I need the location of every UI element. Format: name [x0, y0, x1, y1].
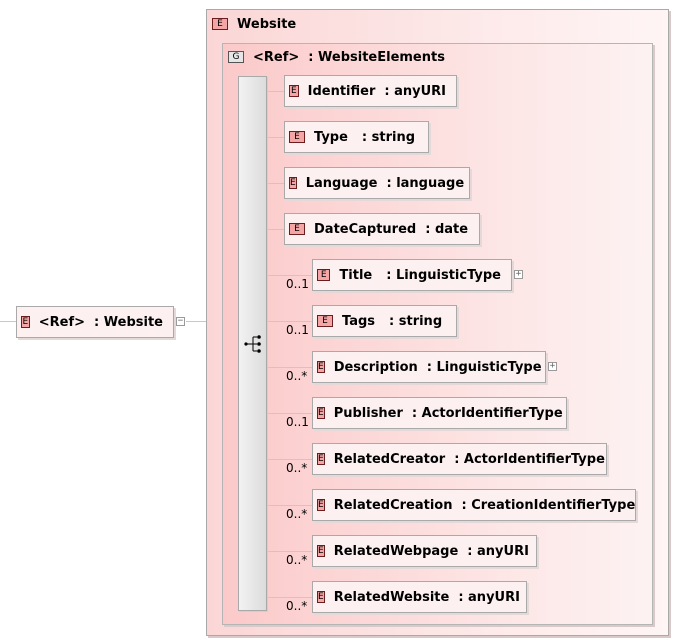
root-element[interactable]: E <Ref> : Website: [16, 306, 174, 338]
cardinality-label: 0..*: [286, 599, 308, 613]
child-element-name: Title: [339, 267, 373, 283]
element-badge: E: [317, 591, 325, 603]
child-connector: [268, 459, 312, 460]
cardinality-label: 0..*: [286, 369, 308, 383]
child-element-type: : anyURI: [384, 83, 446, 99]
element-badge: E: [317, 315, 333, 327]
group-type: : WebsiteElements: [308, 49, 445, 65]
child-element-tags[interactable]: E Tags : string: [312, 305, 457, 337]
root-element-name: <Ref>: [38, 314, 86, 330]
child-element-language[interactable]: E Language : language: [284, 167, 470, 199]
element-badge: E: [21, 316, 30, 328]
child-element-name: RelatedWebsite: [333, 589, 450, 605]
child-element-type[interactable]: E Type : string: [284, 121, 429, 153]
element-badge: E: [317, 545, 325, 557]
child-element-name: Language: [305, 175, 378, 191]
cardinality-label: 0..1: [286, 323, 309, 337]
child-element-name: Publisher: [333, 405, 403, 421]
cardinality-label: 0..*: [286, 507, 308, 521]
element-badge: E: [317, 453, 325, 465]
child-element-name: Tags: [342, 313, 376, 329]
child-element-type: : string: [361, 129, 416, 145]
child-element-type: : ActorIdentifierType: [411, 405, 563, 421]
child-connector: [268, 413, 312, 414]
child-element-name: Identifier: [307, 83, 376, 99]
root-to-website-connector: [186, 321, 206, 322]
child-element-type: : LinguisticType: [386, 267, 501, 283]
child-element-type: : LinguisticType: [426, 359, 542, 375]
element-badge: E: [289, 85, 299, 97]
child-connector: [268, 367, 312, 368]
element-badge: E: [289, 177, 297, 189]
child-element-type: : language: [386, 175, 465, 191]
cardinality-label: 0..1: [286, 415, 309, 429]
child-element-relatedcreation[interactable]: E RelatedCreation : CreationIdentifierTy…: [312, 489, 636, 521]
child-element-type: : ActorIdentifierType: [454, 451, 605, 467]
website-title: Website: [237, 16, 297, 32]
child-element-relatedwebsite[interactable]: E RelatedWebsite : anyURI: [312, 581, 527, 613]
child-element-relatedcreator[interactable]: E RelatedCreator : ActorIdentifierType: [312, 443, 607, 475]
child-element-description[interactable]: E Description : LinguisticType: [312, 351, 546, 383]
child-element-name: RelatedCreator: [333, 451, 446, 467]
element-badge: E: [317, 499, 325, 511]
child-element-publisher[interactable]: E Publisher : ActorIdentifierType: [312, 397, 567, 429]
cardinality-label: 0..*: [286, 461, 308, 475]
child-connector: [268, 551, 312, 552]
child-element-name: Type: [314, 129, 348, 145]
child-element-type: : CreationIdentifierType: [461, 497, 636, 513]
child-element-type: : string: [389, 313, 443, 329]
child-connector: [268, 321, 312, 322]
child-connector: [268, 505, 312, 506]
element-badge: E: [289, 131, 305, 143]
child-element-name: RelatedWebpage: [333, 543, 459, 559]
child-connector: [268, 91, 284, 92]
child-element-name: RelatedCreation: [333, 497, 453, 513]
collapse-icon[interactable]: −: [176, 316, 185, 326]
element-badge: E: [289, 223, 305, 235]
child-connector: [268, 275, 312, 276]
element-badge: E: [317, 269, 331, 281]
group-header: G <Ref> : WebsiteElements: [228, 48, 445, 66]
child-connector: [268, 597, 312, 598]
child-element-name: DateCaptured: [314, 221, 417, 237]
element-badge: E: [317, 407, 325, 419]
child-element-type: : anyURI: [467, 543, 529, 559]
child-element-relatedwebpage[interactable]: E RelatedWebpage : anyURI: [312, 535, 537, 567]
element-badge: E: [317, 361, 325, 373]
root-in-connector: [0, 321, 16, 322]
child-connector: [268, 229, 284, 230]
root-element-type: : Website: [94, 314, 163, 330]
group-ref-name: <Ref>: [253, 49, 300, 65]
child-connector: [268, 137, 284, 138]
child-element-title[interactable]: E Title : LinguisticType: [312, 259, 512, 291]
expand-icon[interactable]: +: [514, 269, 523, 279]
element-badge: E: [212, 18, 228, 30]
cardinality-label: 0..*: [286, 553, 308, 567]
child-element-type: : date: [425, 221, 469, 237]
expand-icon[interactable]: +: [548, 361, 557, 371]
group-badge: G: [228, 51, 244, 63]
child-element-name: Description: [333, 359, 418, 375]
website-header: E Website: [212, 15, 296, 33]
child-connector: [268, 183, 284, 184]
sequence-icon: [244, 335, 261, 353]
child-element-identifier[interactable]: E Identifier : anyURI: [284, 75, 457, 107]
cardinality-label: 0..1: [286, 277, 309, 291]
child-element-datecaptured[interactable]: E DateCaptured : date: [284, 213, 480, 245]
child-element-type: : anyURI: [458, 589, 520, 605]
